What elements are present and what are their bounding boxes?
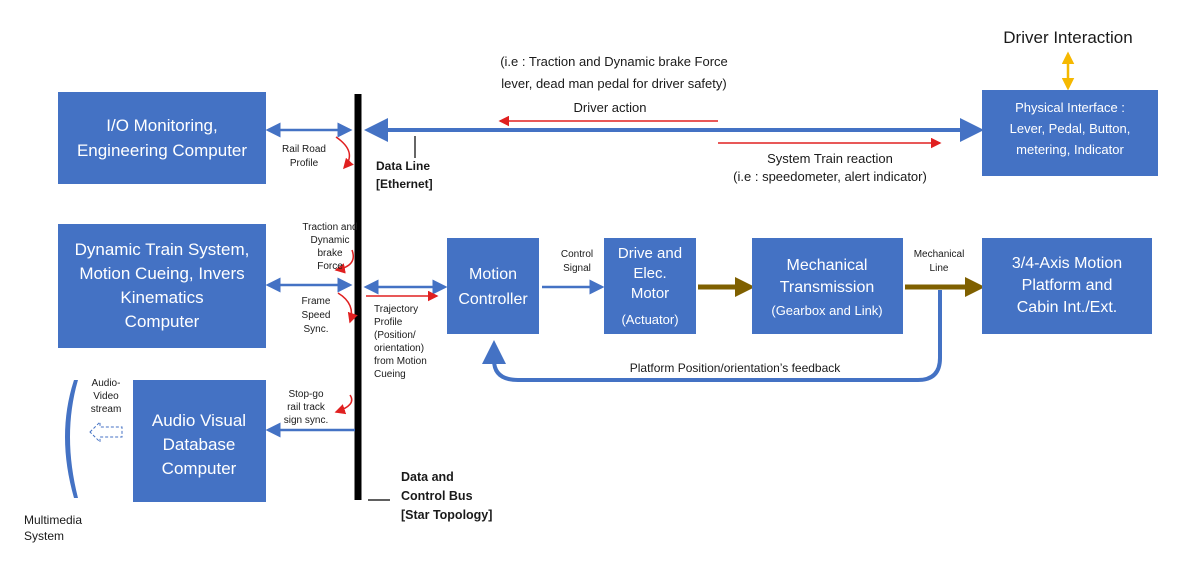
- system-reaction-label: System Train reaction(i.e : speedometer,…: [733, 151, 927, 184]
- actuator-label: (Actuator): [621, 312, 678, 327]
- mechanical-transmission-box: [752, 238, 903, 334]
- traction-force-curve: [334, 249, 354, 274]
- dynamic-train-box: [58, 224, 266, 348]
- driver-action-label: Driver action: [574, 100, 647, 115]
- drive-motor-box: [604, 238, 696, 334]
- multimedia-screen-icon: [65, 380, 78, 498]
- audio-visual-box: [133, 380, 266, 502]
- gearbox-label: (Gearbox and Link): [771, 303, 882, 318]
- dynamic-train-label: Dynamic Train System,Motion Cueing, Inve…: [75, 240, 250, 331]
- feedback-loop-arrow: [482, 290, 942, 382]
- motion-platform-box: [982, 238, 1152, 334]
- stop-go-curve: [334, 394, 353, 415]
- physical-interface-label: Physical Interface :Lever, Pedal, Button…: [1010, 100, 1131, 157]
- data-line-label: Data Line[Ethernet]: [376, 159, 433, 191]
- driver-interaction-label: Driver Interaction: [1003, 28, 1132, 47]
- motion-controller-box: [447, 238, 539, 334]
- io-monitoring-box: [58, 92, 266, 184]
- rail-profile-curve: [335, 136, 354, 170]
- io-monitoring-label: I/O Monitoring,Engineering Computer: [77, 116, 247, 160]
- frame-speed-curve: [337, 292, 358, 324]
- feedback-label: Platform Position/orientation’s feedback: [630, 361, 842, 375]
- av-stream-hollow-arrow: [89, 420, 123, 444]
- physical-interface-box: [982, 90, 1158, 176]
